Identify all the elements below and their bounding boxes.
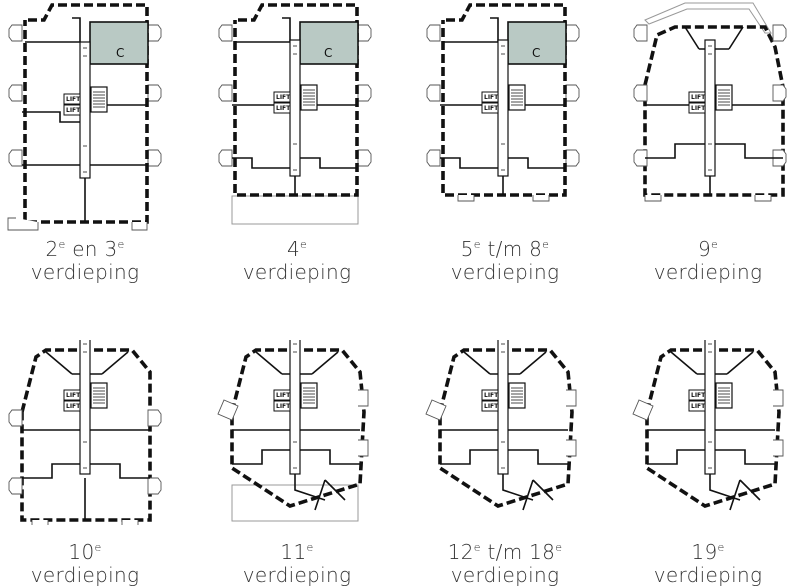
floor-range: en 3	[65, 237, 118, 261]
floor-word: verdieping	[30, 563, 140, 587]
floor-word: verdieping	[653, 260, 763, 284]
lift-label: LIFT	[691, 392, 706, 399]
caption-12-18: 12e t/m 18e verdieping	[405, 536, 605, 587]
floorplan-11-drawing: LIFT LIFT	[217, 340, 369, 522]
floor-word: verdieping	[450, 260, 560, 284]
ordinal-suffix: e	[58, 238, 66, 251]
ordinal-suffix: e	[473, 238, 481, 251]
floorplan-19: LIFT LIFT 19e verdieping	[625, 340, 798, 587]
floorplan-9: LIFT LIFT 9e verdieping	[625, 0, 798, 290]
caption-2-3: 2e en 3e verdieping	[0, 233, 185, 284]
floorplan-12-18: LIFT LIFT 12e t/m 18e verdieping	[418, 340, 618, 587]
lift-label: LIFT	[66, 96, 81, 103]
floor-number: 9	[697, 237, 711, 261]
caption-11: 11e verdieping	[197, 536, 397, 587]
unit-c-label: C	[324, 46, 332, 60]
ordinal-suffix: e	[117, 238, 125, 251]
floor-number: 10	[68, 540, 95, 564]
floor-word: verdieping	[30, 260, 140, 284]
floorplan-4: C LIFT LIFT 4e verdieping	[210, 0, 410, 290]
caption-9: 9e verdieping	[608, 233, 798, 284]
floor-word: verdieping	[450, 563, 560, 587]
lift-label: LIFT	[484, 403, 499, 410]
floorplan-4-drawing: C LIFT LIFT	[218, 3, 372, 225]
floorplan-2-3-drawing: C LIFT LIFT	[7, 3, 162, 231]
floor-number: 4	[286, 237, 300, 261]
caption-5-8: 5e t/m 8e verdieping	[405, 233, 605, 284]
lift-label: LIFT	[691, 105, 706, 112]
floor-number: 5	[460, 237, 474, 261]
floorplan-5-8-drawing: C LIFT LIFT	[426, 3, 580, 202]
ordinal-suffix: e	[299, 238, 308, 251]
floorplan-10-drawing: LIFT LIFT	[8, 340, 162, 525]
floor-range: t/m 18	[480, 540, 556, 564]
floor-word: verdieping	[242, 563, 352, 587]
lift-label: LIFT	[66, 403, 81, 410]
floor-word: verdieping	[242, 260, 352, 284]
floorplan-9-drawing: LIFT LIFT	[633, 2, 787, 202]
caption-4: 4e verdieping	[197, 233, 397, 284]
ordinal-suffix: e	[555, 541, 563, 554]
floor-number: 2	[45, 237, 59, 261]
lift-label: LIFT	[276, 105, 291, 112]
lift-label: LIFT	[691, 94, 706, 101]
lift-label: LIFT	[691, 403, 706, 410]
ordinal-suffix: e	[94, 541, 102, 554]
lift-label: LIFT	[66, 107, 81, 114]
floor-number: 12	[447, 540, 474, 564]
lift-label: LIFT	[66, 392, 81, 399]
unit-c-label: C	[116, 46, 124, 60]
lift-label: LIFT	[484, 392, 499, 399]
floor-number: 11	[280, 540, 307, 564]
ordinal-suffix: e	[306, 541, 314, 554]
floor-range: t/m 8	[480, 237, 543, 261]
floorplan-12-18-drawing: LIFT LIFT	[425, 340, 577, 511]
caption-19: 19e verdieping	[608, 536, 798, 587]
lift-label: LIFT	[484, 94, 499, 101]
lift-label: LIFT	[276, 94, 291, 101]
lift-label: LIFT	[276, 403, 291, 410]
floorplan-11: LIFT LIFT 11e verdieping	[210, 340, 410, 587]
floorplan-5-8: C LIFT LIFT 5e t/m 8e verdieping	[418, 0, 618, 290]
ordinal-suffix: e	[473, 541, 481, 554]
unit-c-label: C	[532, 46, 540, 60]
floor-word: verdieping	[653, 563, 763, 587]
ordinal-suffix: e	[542, 238, 550, 251]
floorplan-19-drawing: LIFT LIFT	[632, 340, 784, 511]
ordinal-suffix: e	[710, 238, 719, 251]
caption-10: 10e verdieping	[0, 536, 185, 587]
lift-label: LIFT	[276, 392, 291, 399]
floor-number: 19	[691, 540, 718, 564]
floorplan-2-3: C LIFT LIFT 2e en 3e verdieping	[0, 0, 200, 290]
lift-label: LIFT	[484, 105, 499, 112]
ordinal-suffix: e	[717, 541, 725, 554]
floorplan-10: LIFT LIFT 10e verdieping	[0, 340, 200, 587]
